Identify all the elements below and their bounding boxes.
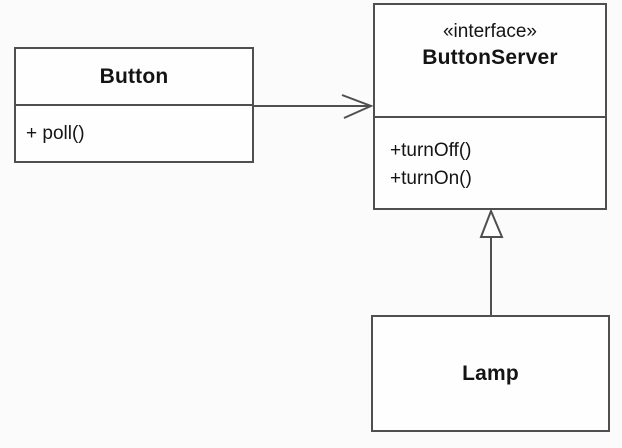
interface-box-buttonserver: «interface» ButtonServer +turnOff() +tur… [373, 3, 607, 210]
generalization-arrow [479, 208, 504, 315]
buttonserver-name-compartment: «interface» ButtonServer [375, 5, 605, 118]
lamp-class-name: Lamp [462, 361, 519, 385]
button-name-compartment: Button [16, 49, 252, 106]
class-box-lamp: Lamp [371, 315, 610, 432]
button-method-poll: + poll() [26, 122, 85, 144]
buttonserver-method-turnon: +turnOn() [390, 168, 472, 189]
lamp-name-compartment: Lamp [373, 317, 608, 430]
buttonserver-stereotype: «interface» [442, 21, 537, 42]
buttonserver-methods-compartment: +turnOff() +turnOn() [375, 118, 605, 208]
buttonserver-method-turnoff: +turnOff() [390, 140, 472, 161]
class-box-button: Button + poll() [14, 47, 254, 163]
button-methods-compartment: + poll() [16, 106, 252, 161]
buttonserver-class-name: ButtonServer [422, 46, 558, 69]
button-class-name: Button [99, 64, 169, 88]
association-arrow [254, 94, 374, 119]
